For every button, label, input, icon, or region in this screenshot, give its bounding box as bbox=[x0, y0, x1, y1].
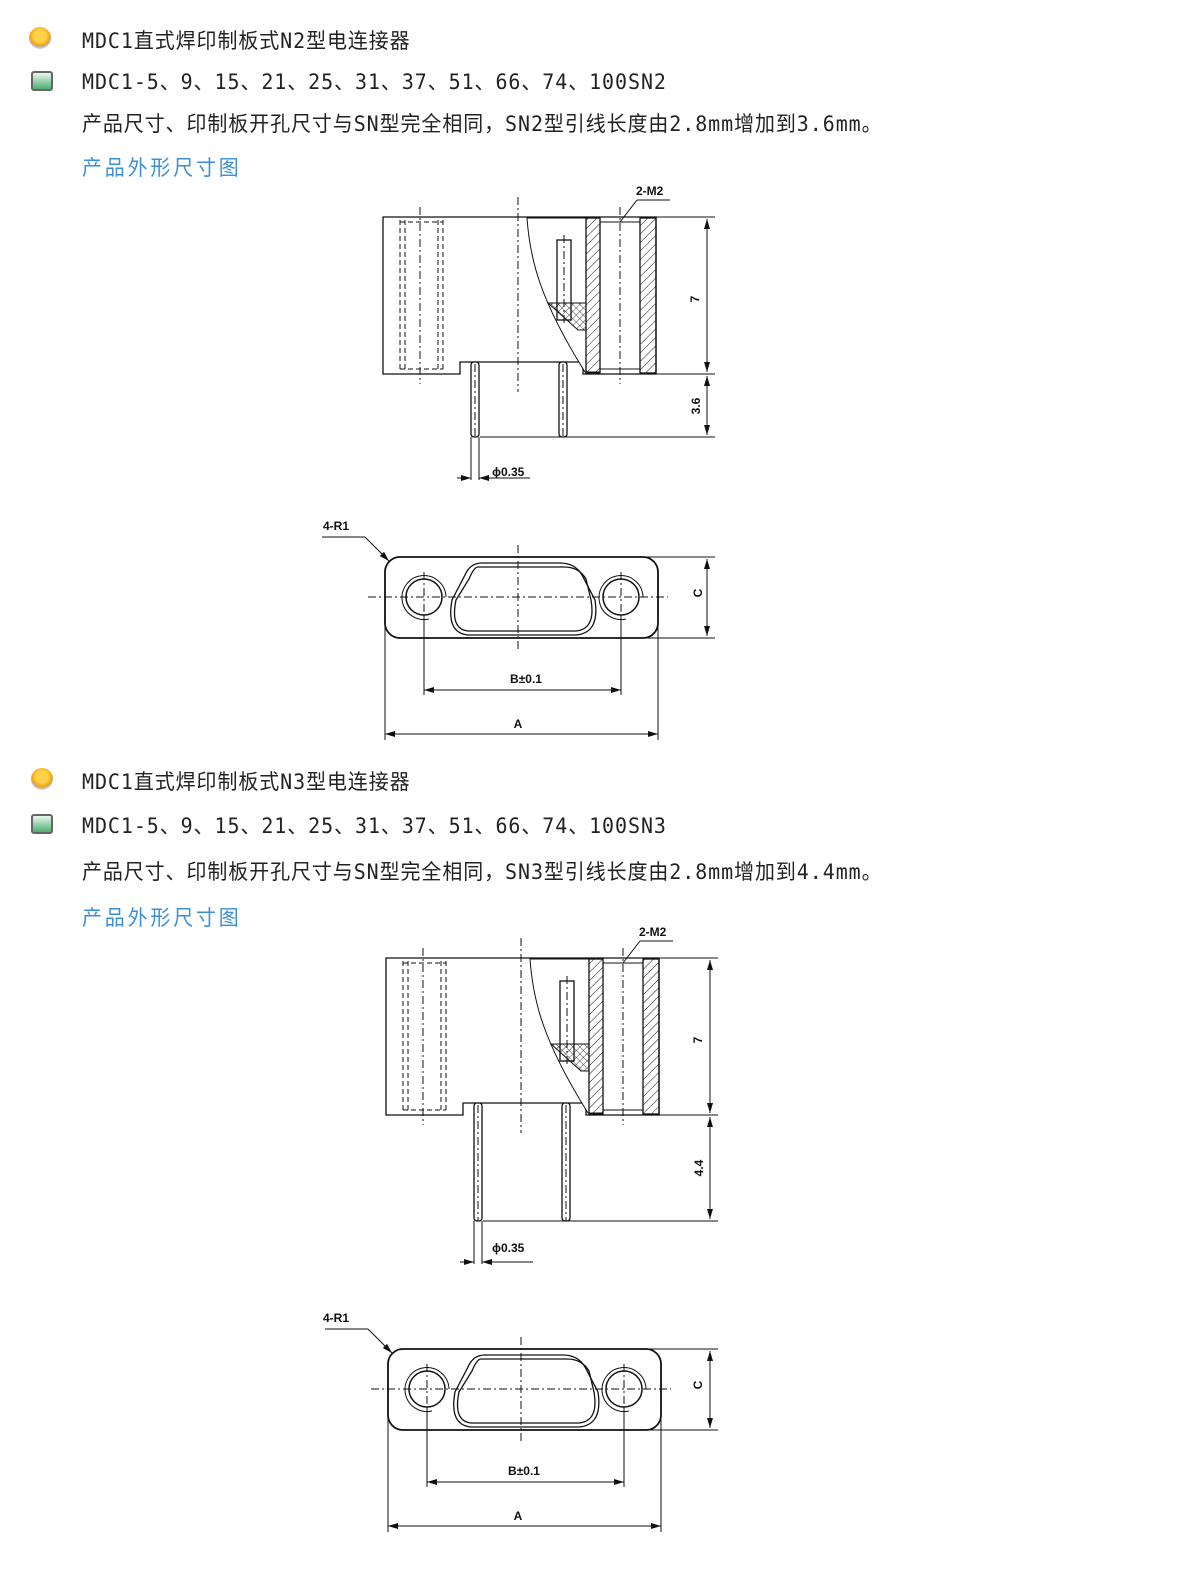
shell-opening-outer bbox=[450, 562, 597, 636]
hatched-wall bbox=[642, 958, 660, 1115]
label-dim-b: B±0.1 bbox=[510, 672, 542, 686]
thread-arc bbox=[598, 575, 644, 621]
shell-opening-inner bbox=[453, 566, 593, 632]
dimension-drawing-sn2: 2-M2 7 3.6 ϕ0.35 4-R1 C B±0.1 A bbox=[322, 184, 715, 740]
label-thread: 2-M2 bbox=[636, 184, 664, 198]
hatched-wall bbox=[639, 217, 657, 374]
label-height: 7 bbox=[688, 295, 702, 302]
drawing-link[interactable]: 产品外形尺寸图 bbox=[82, 906, 242, 930]
section-title: MDC1直式焊印制板式N2型电连接器 bbox=[82, 29, 411, 53]
shell-opening-outer bbox=[453, 1354, 600, 1428]
thread-arc bbox=[601, 1367, 647, 1413]
model-list: MDC1-5、9、15、21、25、31、37、51、66、74、100SN3 bbox=[82, 814, 667, 838]
label-thread: 2-M2 bbox=[639, 925, 667, 939]
label-dim-c: C bbox=[691, 1380, 705, 1389]
label-dim-a: A bbox=[514, 1509, 523, 1523]
leader-line bbox=[367, 1328, 393, 1354]
label-dim-c: C bbox=[691, 588, 705, 597]
shell-opening-inner bbox=[456, 1358, 596, 1424]
green-bullet-icon bbox=[31, 814, 53, 834]
section-title: MDC1直式焊印制板式N3型电连接器 bbox=[82, 770, 411, 794]
green-bullet-icon bbox=[31, 71, 53, 91]
leader-line bbox=[364, 536, 390, 562]
label-radius: 4-R1 bbox=[323, 1311, 349, 1325]
orange-bullet-icon bbox=[31, 768, 53, 790]
label-pin-diameter: ϕ0.35 bbox=[492, 465, 525, 479]
drawing-link[interactable]: 产品外形尺寸图 bbox=[82, 156, 242, 180]
thread-arc bbox=[401, 575, 447, 621]
flange-outline bbox=[384, 556, 659, 639]
label-height: 7 bbox=[691, 1036, 705, 1043]
hatched-wall bbox=[585, 217, 601, 374]
flange-outline bbox=[387, 1348, 662, 1431]
label-pin-diameter: ϕ0.35 bbox=[492, 1241, 525, 1255]
connector-body bbox=[382, 216, 657, 375]
description: 产品尺寸、印制板开孔尺寸与SN型完全相同，SN2型引线长度由2.8mm增加到3.… bbox=[82, 112, 883, 136]
leader-line bbox=[619, 199, 638, 223]
leader-line bbox=[622, 940, 641, 964]
thread-arc bbox=[404, 1367, 450, 1413]
connector-body bbox=[385, 957, 660, 1116]
label-dim-b: B±0.1 bbox=[508, 1464, 540, 1478]
potting bbox=[549, 1043, 590, 1072]
label-pin-length: 4.4 bbox=[692, 1159, 706, 1176]
description: 产品尺寸、印制板开孔尺寸与SN型完全相同，SN3型引线长度由2.8mm增加到4.… bbox=[82, 860, 883, 884]
label-radius: 4-R1 bbox=[323, 519, 349, 533]
orange-bullet-icon bbox=[29, 27, 51, 49]
dimension-drawing-sn3: 2-M2 7 4.4 ϕ0.35 4-R1 C B±0.1 A bbox=[323, 925, 718, 1532]
model-list: MDC1-5、9、15、21、25、31、37、51、66、74、100SN2 bbox=[82, 70, 667, 94]
potting bbox=[546, 302, 587, 331]
label-dim-a: A bbox=[514, 717, 523, 731]
label-pin-length: 3.6 bbox=[689, 397, 703, 414]
hatched-wall bbox=[588, 958, 604, 1115]
